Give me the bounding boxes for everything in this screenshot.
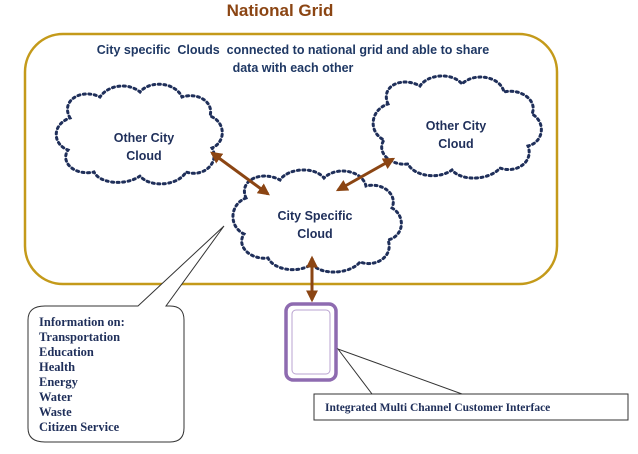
city-specific-cloud-label-line1: City Specific (277, 209, 352, 223)
information-item-waste: Waste (39, 405, 72, 419)
information-item-energy: Energy (39, 375, 79, 389)
information-heading: Information on: (39, 315, 125, 329)
information-item-water: Water (39, 390, 73, 404)
grid-description-line2: data with each other (233, 61, 354, 75)
national-grid-container (23, 32, 559, 286)
other-city-cloud-left-label-line1: Other City (114, 131, 174, 145)
information-item-transportation: Transportation (39, 330, 120, 344)
information-callout (27, 225, 225, 443)
information-item-education: Education (39, 345, 94, 359)
diagram-title: National Grid (227, 1, 334, 20)
other-city-cloud-right-label-line1: Other City (426, 119, 486, 133)
arrow-right-to-center (335, 157, 396, 192)
city-specific-cloud-label-line2: Cloud (297, 227, 332, 241)
city-specific-cloud (231, 168, 403, 274)
interface-label-box (313, 393, 629, 421)
grid-description-line1: City specific Clouds connected to nation… (97, 43, 489, 57)
mobile-device-icon (284, 302, 338, 382)
arrow-left-to-center (210, 151, 270, 196)
information-item-health: Health (39, 360, 75, 374)
other-city-cloud-right-label-line2: Cloud (438, 137, 473, 151)
other-city-cloud-left-label-line2: Cloud (126, 149, 161, 163)
interface-label: Integrated Multi Channel Customer Interf… (325, 402, 550, 414)
other-city-cloud-left (54, 82, 224, 186)
information-item-citizen-service: Citizen Service (39, 420, 120, 434)
